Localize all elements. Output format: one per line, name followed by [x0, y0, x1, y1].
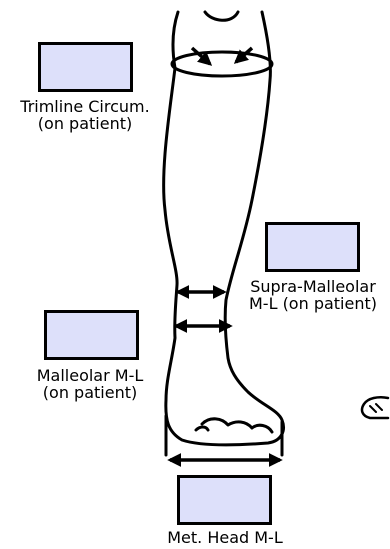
trimline-circum-label: Trimline Circum. (on patient): [0, 98, 170, 132]
measurement-arrows: [170, 48, 280, 460]
trimline-label-line1: Trimline Circum.: [0, 98, 170, 115]
malleolar-label-line1: Malleolar M-L: [10, 367, 170, 384]
malleolar-label: Malleolar M-L (on patient): [10, 367, 170, 401]
supra-malleolar-field[interactable]: [265, 222, 360, 272]
met-head-label-line1: Met. Head M-L: [140, 529, 310, 546]
supra-malleolar-label-line1: Supra-Malleolar: [237, 278, 389, 295]
supra-malleolar-label-line2: M-L (on patient): [237, 295, 389, 312]
trimline-arrow-left: [192, 48, 210, 64]
met-head-field[interactable]: [177, 475, 272, 525]
supra-malleolar-label: Supra-Malleolar M-L (on patient): [237, 278, 389, 312]
trimline-label-line2: (on patient): [0, 115, 170, 132]
trimline-circum-field[interactable]: [38, 42, 133, 92]
malleolar-label-line2: (on patient): [10, 384, 170, 401]
malleolar-field[interactable]: [44, 310, 139, 360]
met-head-label: Met. Head M-L: [140, 529, 310, 546]
